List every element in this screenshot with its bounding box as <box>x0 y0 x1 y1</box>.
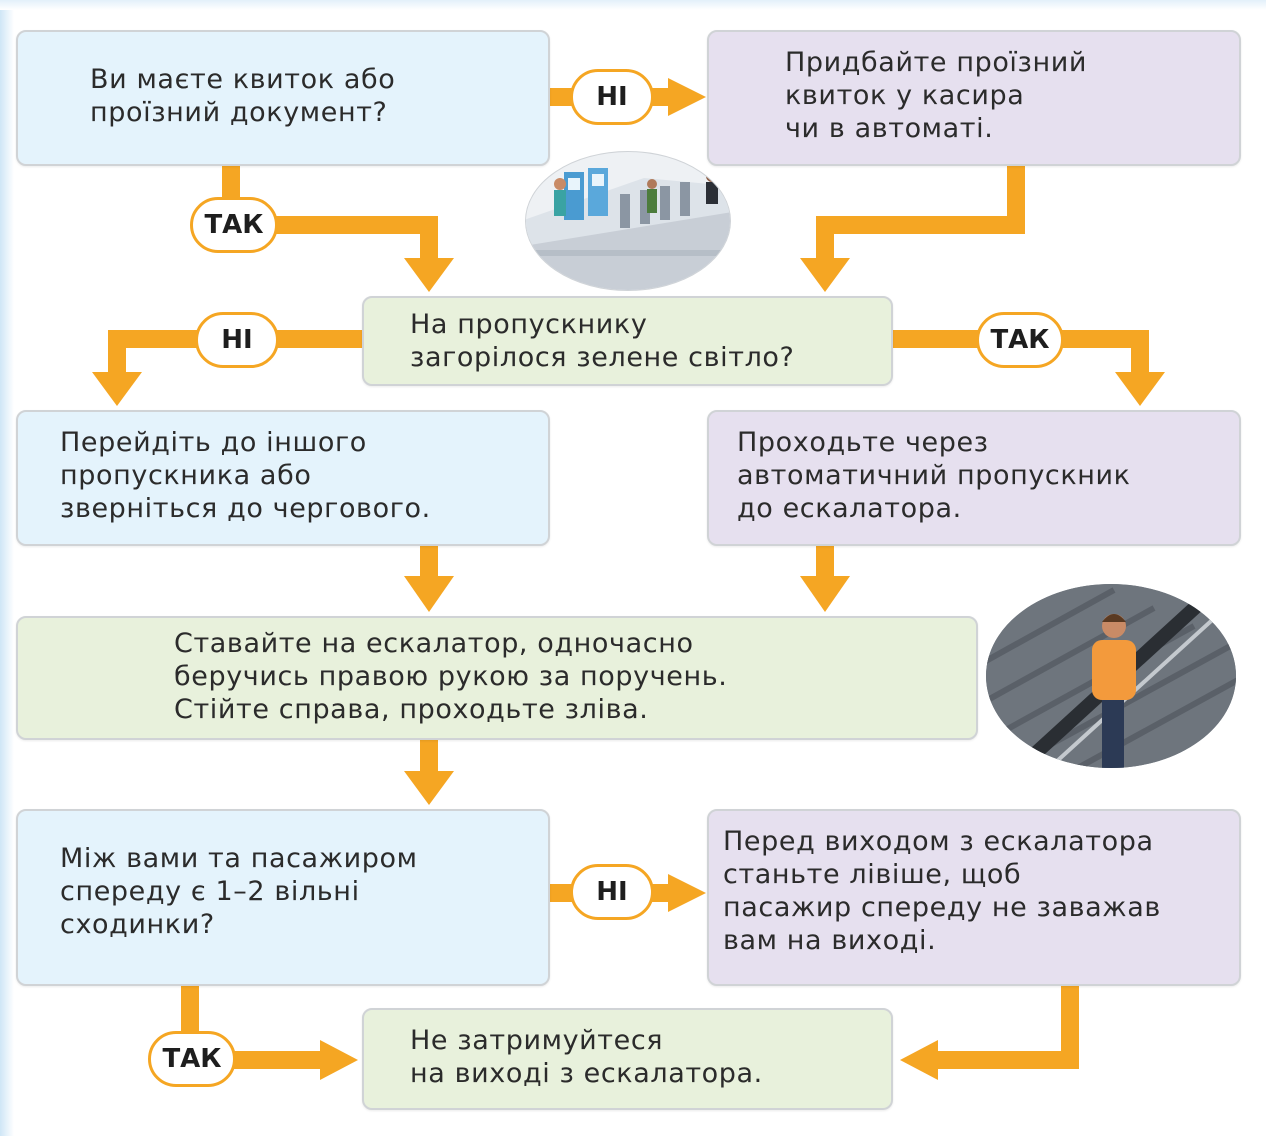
connector-buy-to-check <box>816 166 1025 262</box>
turnstile-1 <box>620 194 630 228</box>
page-top-glow <box>0 0 1266 10</box>
arrowhead-pass-down <box>800 576 850 612</box>
connector-step-left-to-exit <box>934 986 1079 1069</box>
arrowhead-escalator-down <box>404 771 454 805</box>
turnstiles-illustration <box>525 151 731 291</box>
badge-no-2: НІ <box>195 312 279 368</box>
arrowhead-step-left <box>900 1040 938 1080</box>
badge-yes-2: ТАК <box>976 312 1064 368</box>
badge-yes-3: ТАК <box>148 1031 236 1087</box>
node-step-left: Перед виходом з ескалатора станьте лівіш… <box>707 809 1241 986</box>
passenger-shirt <box>1092 640 1136 700</box>
arrowhead-buy <box>668 78 706 116</box>
node-has-ticket: Ви маєте квиток або проїзний документ? <box>16 30 550 166</box>
arrowhead-buy-down <box>800 258 850 292</box>
node-green-light: На пропускнику загорілося зелене світло? <box>362 296 893 386</box>
passenger-head-2 <box>647 179 657 189</box>
escalator-illustration <box>986 584 1236 768</box>
passenger-head-3 <box>706 170 718 182</box>
passenger-body-3 <box>706 182 718 204</box>
turnstile-4 <box>680 182 690 216</box>
connector-yes-2 <box>893 330 1149 376</box>
arrowhead-yes-1 <box>404 258 454 292</box>
page-edge-glow <box>0 0 14 1136</box>
arrowhead-no-2 <box>92 372 142 406</box>
connector-no-2 <box>108 330 362 376</box>
badge-yes-1: ТАК <box>190 197 278 253</box>
node-escalator-rules: Ставайте на ескалатор, одночасно беручис… <box>16 616 978 740</box>
passenger-body-1 <box>554 190 566 216</box>
turnstile-3 <box>660 186 670 220</box>
node-dont-linger: Не затримуйтеся на виході з ескалатора. <box>362 1008 893 1110</box>
arrowhead-other-down <box>404 576 454 612</box>
badge-no-1: НІ <box>570 69 654 125</box>
arrowhead-no-3 <box>668 874 706 912</box>
node-buy-ticket: Придбайте проїзний квиток у касира чи в … <box>707 30 1241 166</box>
arrowhead-yes-2 <box>1115 372 1165 406</box>
turnstile-2 <box>640 190 650 224</box>
arrowhead-yes-3 <box>320 1040 358 1080</box>
passenger-head-1 <box>554 178 566 190</box>
passenger-body-2 <box>647 189 657 213</box>
node-pass-turnstile: Проходьте через автоматичний пропускник … <box>707 410 1241 546</box>
passenger-legs <box>1102 690 1124 768</box>
connector-yes-1 <box>222 166 438 262</box>
node-free-steps: Між вами та пасажиром спереду є 1–2 віль… <box>16 809 550 986</box>
badge-no-3: НІ <box>570 864 654 920</box>
node-other-turnstile: Перейдіть до іншого пропускника або звер… <box>16 410 550 546</box>
